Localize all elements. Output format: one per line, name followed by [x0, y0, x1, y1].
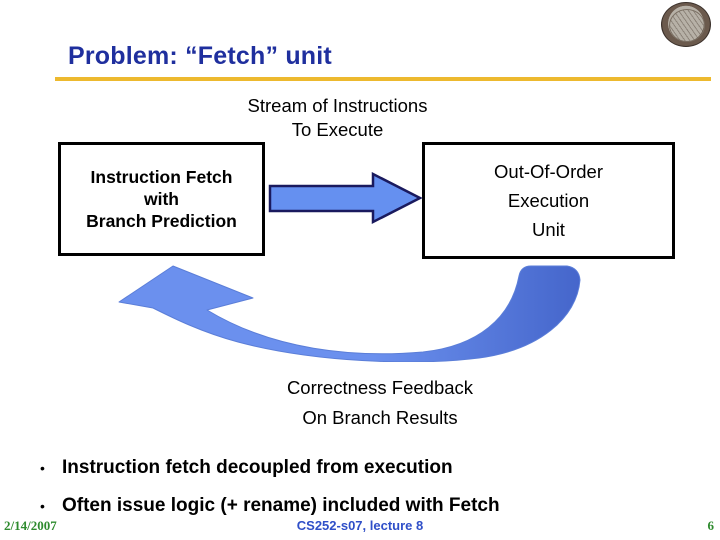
- exec-box-line3: Unit: [532, 219, 565, 240]
- bullet-list: • Instruction fetch decoupled from execu…: [38, 456, 708, 532]
- stream-label-line2: To Execute: [291, 119, 384, 140]
- university-seal-logo: [661, 2, 711, 47]
- feedback-label-line1: Correctness Feedback: [286, 377, 474, 398]
- bullet-marker: •: [40, 460, 45, 476]
- page-title: Problem: “Fetch” unit: [68, 42, 332, 70]
- out-of-order-execution-box: Out-Of-Order Execution Unit: [422, 142, 675, 259]
- university-seal-inner: [669, 9, 705, 42]
- instruction-fetch-box: Instruction Fetch with Branch Prediction: [58, 142, 265, 256]
- footer-course: CS252-s07, lecture 8: [296, 518, 424, 533]
- slide-footer: 2/14/2007 CS252-s07, lecture 8 6: [0, 518, 720, 538]
- footer-date: 2/14/2007: [4, 518, 57, 533]
- exec-box-line1: Out-Of-Order: [494, 161, 603, 182]
- feedback-curved-arrow-icon: [118, 265, 581, 362]
- footer-page-number: 6: [707, 518, 715, 533]
- title-underline: [55, 77, 711, 81]
- fetch-box-line2: with: [144, 189, 179, 209]
- list-item: • Instruction fetch decoupled from execu…: [38, 456, 708, 480]
- stream-label: Stream of Instructions To Execute: [160, 94, 515, 142]
- fetch-box-line1: Instruction Fetch: [90, 167, 233, 187]
- fetch-box-line3: Branch Prediction: [86, 211, 237, 231]
- exec-box-line2: Execution: [507, 190, 590, 211]
- bullet-text-2: Often issue logic (+ rename) included wi…: [62, 495, 500, 516]
- bullet-marker: •: [40, 498, 45, 514]
- bullet-text-1: Instruction fetch decoupled from executi…: [62, 457, 453, 478]
- right-arrow-icon: [268, 172, 423, 225]
- stream-label-line1: Stream of Instructions: [247, 95, 428, 116]
- feedback-label-line2: On Branch Results: [302, 406, 458, 428]
- list-item: • Often issue logic (+ rename) included …: [38, 494, 708, 518]
- feedback-label: Correctness Feedback On Branch Results: [200, 373, 560, 432]
